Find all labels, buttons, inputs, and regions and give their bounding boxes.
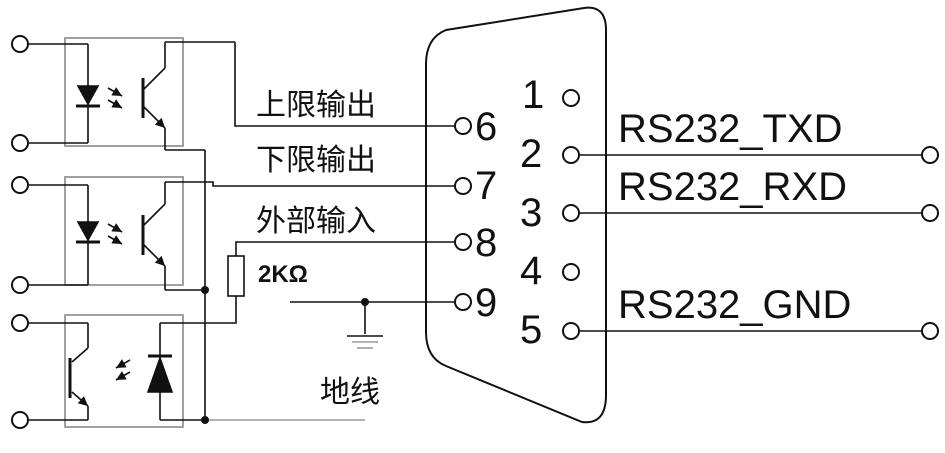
pin-7-label: 7 [475, 164, 497, 208]
terminal-4 [11, 276, 29, 294]
pin-1-label: 1 [522, 73, 544, 117]
pin-6-label: 6 [475, 105, 497, 149]
terminal-2 [11, 134, 29, 152]
rs232-wires [579, 154, 922, 332]
label-upper-limit-output: 上限输出 [256, 88, 376, 123]
junction-dots [201, 286, 369, 424]
left-terminals [11, 35, 29, 429]
signal-gnd-label: RS232_GND [618, 283, 851, 327]
db9-connector [425, 6, 607, 424]
pin-8-label: 8 [475, 221, 497, 265]
label-resistor-value: 2KΩ [258, 261, 308, 288]
right-terminals [921, 146, 939, 340]
signal-rxd-label: RS232_RXD [618, 165, 847, 209]
optocoupler-2 [28, 176, 184, 290]
pin-2-label: 2 [520, 132, 542, 176]
terminal-3 [11, 176, 29, 194]
terminal-5 [11, 314, 29, 332]
common-bus [160, 149, 365, 421]
terminal-6 [11, 411, 29, 429]
db9-pin-holes [454, 89, 580, 340]
pin-9-label: 9 [475, 281, 497, 325]
signal-txd-label: RS232_TXD [618, 107, 843, 151]
terminal-gnd [921, 322, 939, 340]
label-lower-limit-output: 下限输出 [256, 143, 376, 178]
terminal-txd [921, 146, 939, 164]
optocoupler-1 [28, 37, 235, 150]
label-external-input: 外部输入 [256, 204, 376, 239]
pin-4-label: 4 [520, 249, 542, 293]
pin-3-label: 3 [520, 191, 542, 235]
signal-wires [165, 42, 455, 349]
optocoupler-3 [28, 314, 184, 428]
terminal-rxd [921, 204, 939, 222]
label-ground: 地线 [320, 375, 380, 410]
terminal-1 [11, 35, 29, 53]
pin-5-label: 5 [520, 308, 542, 352]
